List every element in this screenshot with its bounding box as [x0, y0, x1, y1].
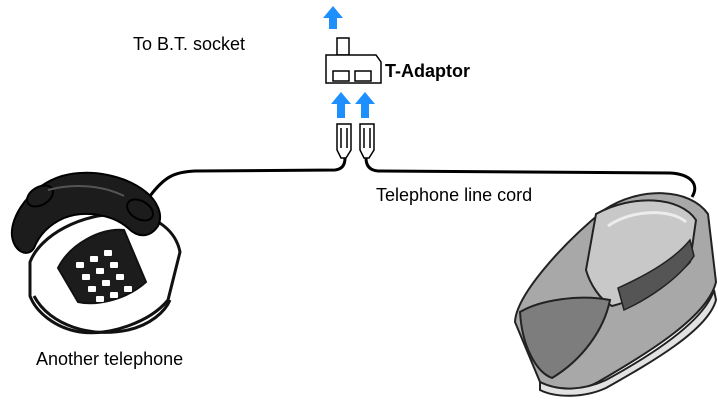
line-cord-label: Telephone line cord — [376, 185, 533, 205]
telephone-line-cord — [148, 157, 347, 197]
telephone-line-cord-right — [364, 157, 697, 198]
another-telephone-label: Another telephone — [36, 349, 184, 369]
up-arrow-top — [323, 6, 343, 29]
to-socket-label: To B.T. socket — [133, 34, 246, 54]
cordless-phone-base-icon — [513, 192, 718, 397]
up-arrow-left — [331, 92, 351, 118]
rj11-plug-left — [336, 123, 352, 159]
t-adaptor-label: T-Adaptor — [385, 61, 470, 81]
rj11-plug-right — [359, 123, 375, 159]
rotary-desk-phone-icon — [10, 171, 182, 335]
t-adaptor-icon — [325, 37, 382, 84]
up-arrow-right — [355, 92, 375, 118]
